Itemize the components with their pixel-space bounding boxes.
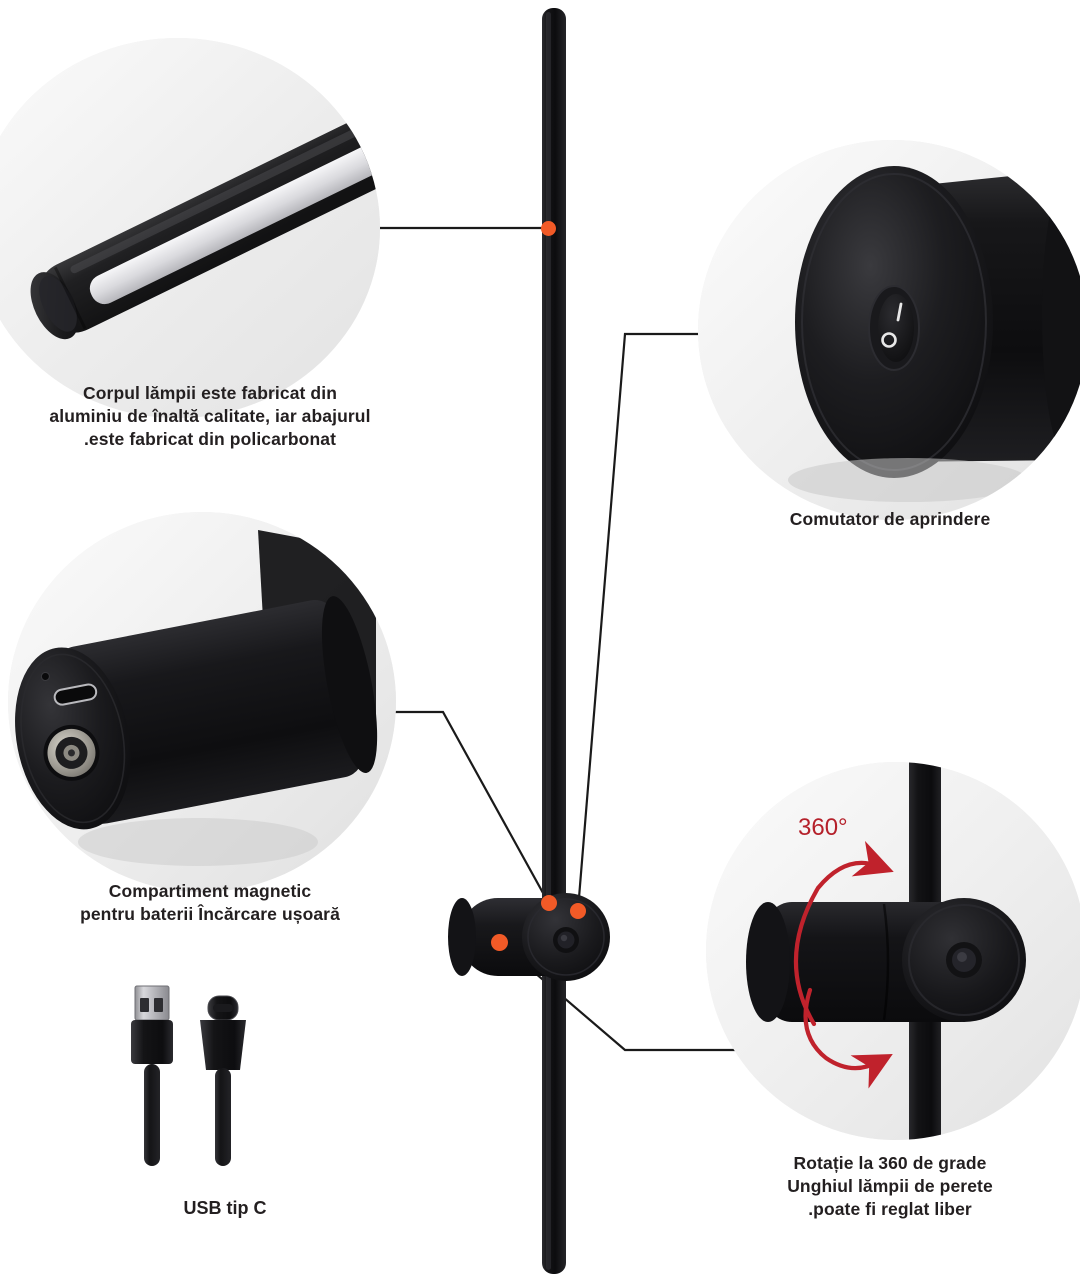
usb-a-connector: [131, 985, 173, 1166]
caption-line: Compartiment magnetic: [108, 881, 312, 901]
wall-lamp-illustration: [448, 8, 610, 1274]
product-wall-lamp: [440, 0, 680, 1274]
usb-cable-illustration: [120, 978, 330, 1178]
magnetic-contact: [43, 724, 100, 781]
caption-line: aluminiu de înaltă calitate, iar abajuru…: [49, 406, 371, 427]
caption-line: Corpul lămpii este fabricat din: [83, 383, 337, 403]
callout-dot-rotation[interactable]: [491, 934, 508, 951]
callout-dot-switch[interactable]: [570, 903, 586, 919]
switch-endcap-illustration: [698, 140, 1080, 520]
caption-rotation: Rotație la 360 de grade Unghiul lămpii d…: [700, 1152, 1080, 1221]
detail-circle-rotation: 360°: [706, 762, 1080, 1140]
switch-off-marking: [881, 332, 897, 348]
caption-line: .poate fi reglat liber: [808, 1199, 972, 1220]
callout-dot-lamp-body[interactable]: [541, 221, 556, 236]
detail-circle-lamp-body: [0, 38, 380, 418]
caption-line: Unghiul lămpii de perete: [787, 1176, 993, 1197]
caption-line: Rotație la 360 de grade: [793, 1153, 987, 1173]
callout-dot-battery[interactable]: [541, 895, 557, 911]
magnetic-battery-illustration: [8, 512, 396, 892]
rotation-arrow-down: [803, 987, 893, 1089]
caption-line: pentru baterii Încărcare ușoară: [80, 904, 340, 925]
caption-switch: Comutator de aprindere: [700, 508, 1080, 531]
switch-on-marking: [896, 302, 903, 322]
caption-battery: Compartiment magnetic pentru baterii Înc…: [10, 880, 410, 926]
caption-lamp-body: Corpul lămpii este fabricat din aluminiu…: [0, 382, 420, 451]
rotation-joint-illustration: [706, 762, 1080, 1140]
detail-circle-switch: [698, 140, 1080, 520]
rotation-degrees-badge: 360°: [798, 814, 848, 841]
rotation-arrow-up: [793, 840, 894, 1027]
lamp-tube-illustration: [0, 38, 380, 418]
usb-c-port: [53, 683, 98, 706]
caption-line: .este fabricat din policarbonat: [83, 429, 337, 450]
usb-cable-drawing: [131, 985, 246, 1166]
detail-circle-battery: [8, 512, 396, 892]
usb-c-connector: [200, 995, 246, 1166]
caption-line: Comutator de aprindere: [789, 509, 991, 529]
caption-usb-cable: USB tip C: [183, 1198, 267, 1218]
